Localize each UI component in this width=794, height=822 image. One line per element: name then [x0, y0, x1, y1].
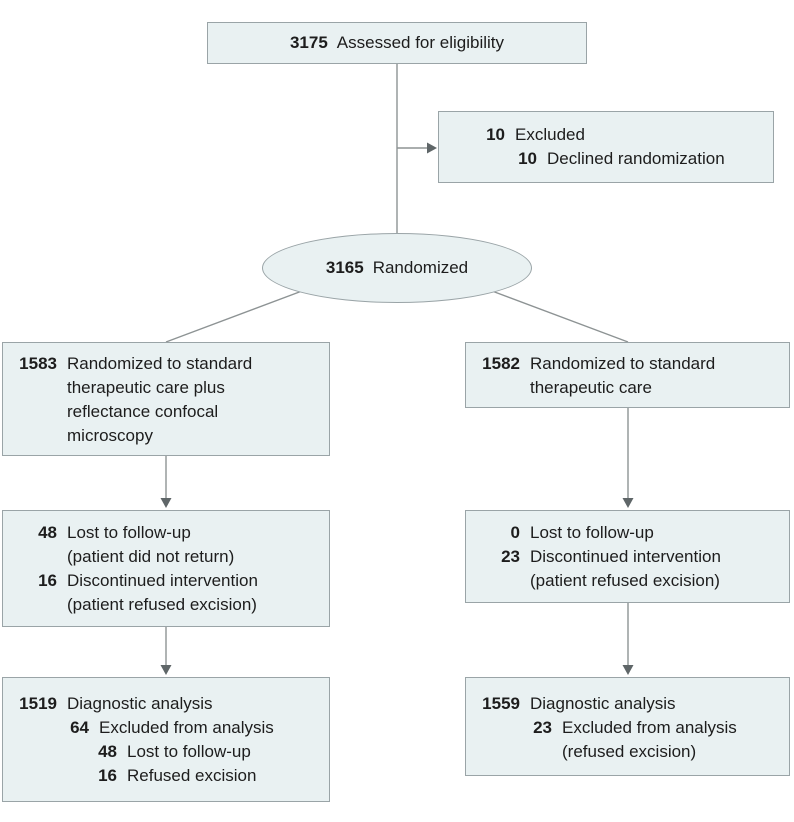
- rcm-excluded-lost-row: 48 Lost to follow-up: [15, 740, 317, 764]
- control-discontinued-row: 23 Discontinued intervention: [478, 545, 777, 569]
- control-analysis-box: 1559 Diagnostic analysis 23 Excluded fro…: [465, 677, 790, 776]
- assessed-label: Assessed for eligibility: [336, 33, 505, 52]
- control-excluded-analysis-row-cont: (refused excision): [478, 740, 777, 764]
- spacer: [15, 424, 57, 448]
- rcm-arm-box: 1583 Randomized to standard therapeutic …: [2, 342, 330, 456]
- rcm-arm-row-cont: therapeutic care plus: [15, 376, 317, 400]
- rcm-discontinued-reason: (patient refused excision): [67, 595, 257, 614]
- rcm-excluded-analysis-label: Excluded from analysis: [99, 718, 274, 737]
- rcm-discontinued-count: 16: [38, 571, 57, 590]
- excluded-label: Excluded: [515, 125, 585, 144]
- rcm-excluded-analysis-row: 64 Excluded from analysis: [15, 716, 317, 740]
- arrowhead-excluded: [427, 142, 437, 154]
- control-analysis-label: Diagnostic analysis: [530, 694, 676, 713]
- rcm-arm-row-cont: reflectance confocal: [15, 400, 317, 424]
- rcm-lost-reason: (patient did not return): [67, 547, 235, 566]
- control-arm-label: Randomized to standard: [530, 354, 716, 373]
- spacer: [15, 545, 57, 569]
- rcm-analysis-box: 1519 Diagnostic analysis 64 Excluded fro…: [2, 677, 330, 802]
- rcm-lost-row-cont: (patient did not return): [15, 545, 317, 569]
- control-lost-count: 0: [510, 523, 520, 542]
- arrowhead-control-analysis: [622, 665, 634, 675]
- rcm-followup-box: 48 Lost to follow-up (patient did not re…: [2, 510, 330, 627]
- control-excluded-analysis-reason: (refused excision): [562, 742, 697, 761]
- spacer: [15, 376, 57, 400]
- rcm-discontinued-row: 16 Discontinued intervention: [15, 569, 317, 593]
- control-discontinued-count: 23: [501, 547, 520, 566]
- rcm-analysis-count: 1519: [19, 694, 57, 713]
- rcm-lost-label: Lost to follow-up: [67, 523, 191, 542]
- excluded-reason-row: 10 Declined randomization: [463, 147, 761, 171]
- arrowhead-rcm-analysis: [160, 665, 172, 675]
- rcm-arm-row-cont: microscopy: [15, 424, 317, 448]
- control-excluded-analysis-label: Excluded from analysis: [562, 718, 737, 737]
- rcm-excluded-analysis-count: 64: [70, 718, 89, 737]
- arrowhead-rcm-followup: [160, 498, 172, 508]
- spacer: [15, 593, 57, 617]
- control-lost-row: 0 Lost to follow-up: [478, 521, 777, 545]
- spacer: [478, 376, 520, 400]
- connector-randomized-control: [491, 290, 629, 343]
- randomized-count: 3165: [325, 258, 364, 277]
- control-discontinued-label: Discontinued intervention: [530, 547, 721, 566]
- rcm-discontinued-label: Discontinued intervention: [67, 571, 258, 590]
- control-arm-label-cont: therapeutic care: [530, 378, 652, 397]
- control-arm-row-cont: therapeutic care: [478, 376, 777, 400]
- rcm-discontinued-row-cont: (patient refused excision): [15, 593, 317, 617]
- rcm-excluded-refused-label: Refused excision: [127, 766, 257, 785]
- declined-label: Declined randomization: [547, 149, 725, 168]
- rcm-excluded-refused-count: 16: [98, 766, 117, 785]
- rcm-arm-count: 1583: [19, 354, 57, 373]
- excluded-row: 10 Excluded: [463, 123, 761, 147]
- control-excluded-analysis-row: 23 Excluded from analysis: [478, 716, 777, 740]
- rcm-analysis-row: 1519 Diagnostic analysis: [15, 692, 317, 716]
- excluded-box: 10 Excluded 10 Declined randomization: [438, 111, 774, 183]
- rcm-arm-row: 1583 Randomized to standard: [15, 352, 317, 376]
- control-lost-label: Lost to follow-up: [530, 523, 654, 542]
- declined-count: 10: [518, 149, 537, 168]
- control-analysis-count: 1559: [482, 694, 520, 713]
- rcm-arm-label: Randomized to standard: [67, 354, 253, 373]
- control-arm-count: 1582: [482, 354, 520, 373]
- connector-randomized-rcm: [165, 290, 303, 343]
- arrowhead-control-followup: [622, 498, 634, 508]
- rcm-excluded-lost-label: Lost to follow-up: [127, 742, 251, 761]
- rcm-arm-label-cont: therapeutic care plus: [67, 378, 225, 397]
- control-arm-row: 1582 Randomized to standard: [478, 352, 777, 376]
- control-discontinued-row-cont: (patient refused excision): [478, 569, 777, 593]
- randomized-label: Randomized: [372, 258, 469, 277]
- spacer: [15, 400, 57, 424]
- rcm-lost-count: 48: [38, 523, 57, 542]
- rcm-lost-row: 48 Lost to follow-up: [15, 521, 317, 545]
- control-discontinued-reason: (patient refused excision): [530, 571, 720, 590]
- rcm-excluded-lost-count: 48: [98, 742, 117, 761]
- control-analysis-row: 1559 Diagnostic analysis: [478, 692, 777, 716]
- rcm-arm-label-cont: microscopy: [67, 426, 153, 445]
- excluded-count: 10: [486, 125, 505, 144]
- spacer: [478, 740, 552, 764]
- control-arm-box: 1582 Randomized to standard therapeutic …: [465, 342, 790, 408]
- assessed-eligibility-box: 3175 Assessed for eligibility: [207, 22, 587, 64]
- rcm-arm-label-cont: reflectance confocal: [67, 402, 219, 421]
- randomized-ellipse: 3165 Randomized: [262, 233, 532, 303]
- assessed-count: 3175: [289, 33, 328, 52]
- control-excluded-analysis-count: 23: [533, 718, 552, 737]
- spacer: [478, 569, 520, 593]
- rcm-analysis-label: Diagnostic analysis: [67, 694, 213, 713]
- rcm-excluded-refused-row: 16 Refused excision: [15, 764, 317, 788]
- control-followup-box: 0 Lost to follow-up 23 Discontinued inte…: [465, 510, 790, 603]
